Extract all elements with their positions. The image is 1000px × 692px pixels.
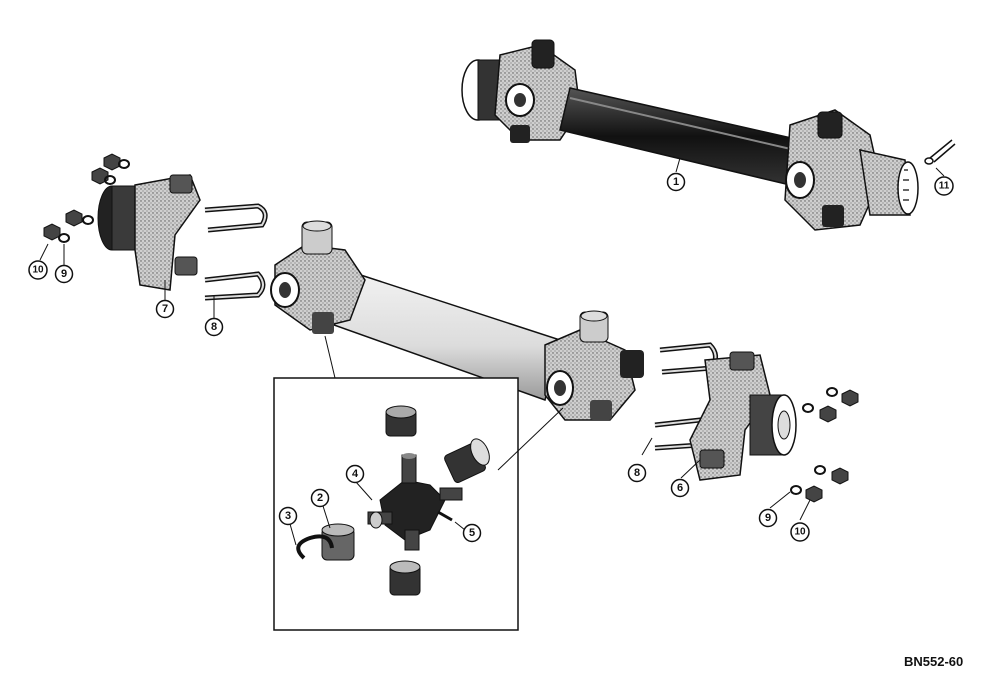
callout-7-label: 7 xyxy=(162,303,168,315)
callout-6-label: 6 xyxy=(677,482,683,494)
callout-4-label: 4 xyxy=(352,468,359,480)
callout-3-label: 3 xyxy=(285,510,291,522)
universal-joint-detail-inset xyxy=(273,335,564,631)
callout-7: 7 xyxy=(155,299,175,319)
callout-9-left-label: 9 xyxy=(61,268,67,280)
callout-10-right-label: 10 xyxy=(794,527,806,538)
callout-1: 1 xyxy=(666,172,686,192)
figure-code: BN552-60 xyxy=(904,654,963,669)
callout-1-label: 1 xyxy=(673,176,679,188)
nut-washer-set-right xyxy=(790,387,859,503)
callout-4: 4 xyxy=(345,464,365,484)
callout-11-label: 11 xyxy=(939,181,950,192)
callout-8-left: 8 xyxy=(204,317,224,337)
assembled-propeller-shaft xyxy=(461,39,956,231)
callout-leaders xyxy=(39,157,945,546)
nut-washer-set-left xyxy=(43,153,130,243)
callout-8-right-label: 8 xyxy=(634,467,640,479)
callout-10-left: 10 xyxy=(28,260,48,280)
callout-8-right: 8 xyxy=(627,463,647,483)
center-shaft-tube xyxy=(270,220,644,421)
callout-10-right: 10 xyxy=(790,522,810,542)
callout-8-left-label: 8 xyxy=(211,321,217,333)
callout-3: 3 xyxy=(278,506,298,526)
callout-6: 6 xyxy=(670,478,690,498)
callout-11: 11 xyxy=(934,176,954,196)
callout-9-right: 9 xyxy=(758,508,778,528)
right-yoke-assembly xyxy=(654,342,859,503)
callout-5: 5 xyxy=(462,523,482,543)
callout-5-label: 5 xyxy=(469,527,475,539)
callout-2-label: 2 xyxy=(317,492,323,504)
callout-2: 2 xyxy=(310,488,330,508)
left-yoke-assembly xyxy=(43,153,268,301)
callout-9-left: 9 xyxy=(54,264,74,284)
callout-9-right-label: 9 xyxy=(765,512,771,524)
callout-10-left-label: 10 xyxy=(32,265,44,276)
